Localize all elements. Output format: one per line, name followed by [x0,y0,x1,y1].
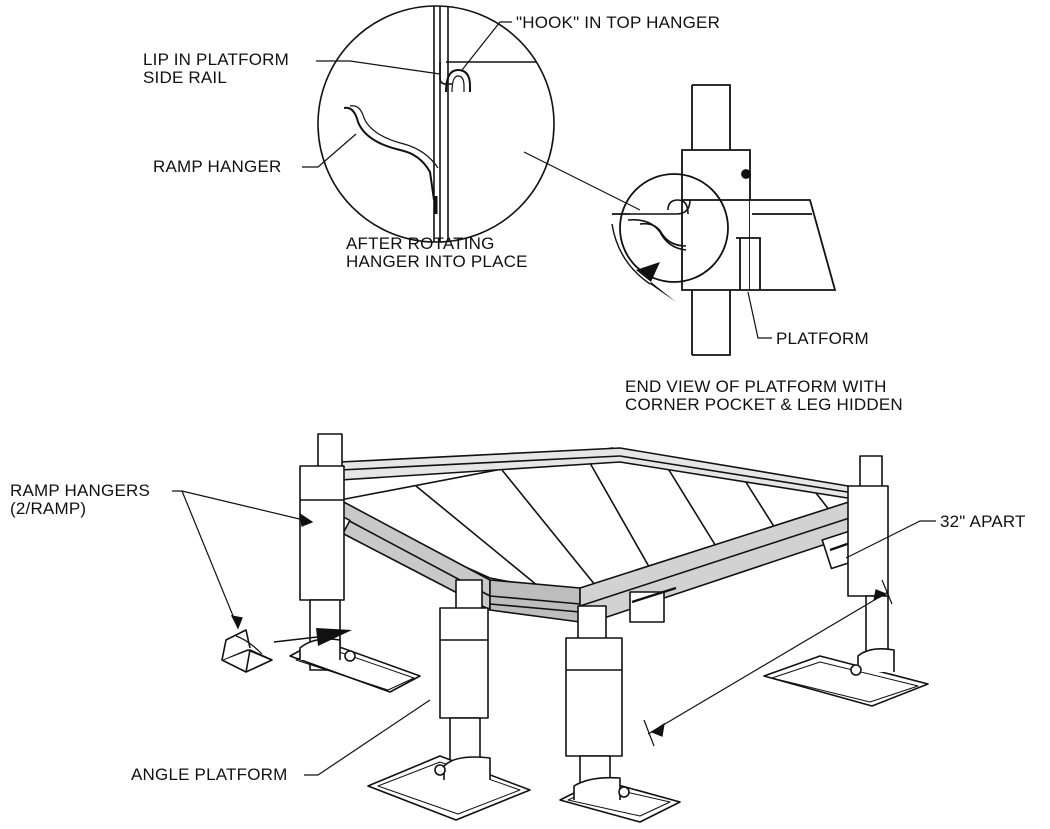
detail-leaders [302,22,640,210]
base-plates [290,639,928,822]
angle-platform-assembly [222,434,928,822]
end-view [612,85,835,355]
label-lip-line2: SIDE RAIL [143,68,227,87]
label-end-view-line1: END VIEW OF PLATFORM WITH [625,377,887,396]
label-hook-top-hanger: "HOOK" IN TOP HANGER [516,13,721,32]
label-end-view-line2: CORNER POCKET & LEG HIDDEN [625,395,903,414]
bottom-leaders [172,491,936,775]
label-after-line1: AFTER ROTATING [346,234,495,253]
label-ramp-hangers-line1: RAMP HANGERS [10,481,151,500]
label-platform: PLATFORM [776,329,869,348]
detail-circle [318,0,560,260]
label-lip-line1: LIP IN PLATFORM [143,50,289,69]
label-32-apart: 32" APART [940,512,1026,531]
label-after-line2: HANGER INTO PLACE [346,252,528,271]
label-ramp-hangers-line2: (2/RAMP) [10,499,87,518]
loose-ramp-hanger [222,630,272,672]
label-angle-platform: ANGLE PLATFORM [131,765,288,784]
label-ramp-hanger: RAMP HANGER [153,157,282,176]
